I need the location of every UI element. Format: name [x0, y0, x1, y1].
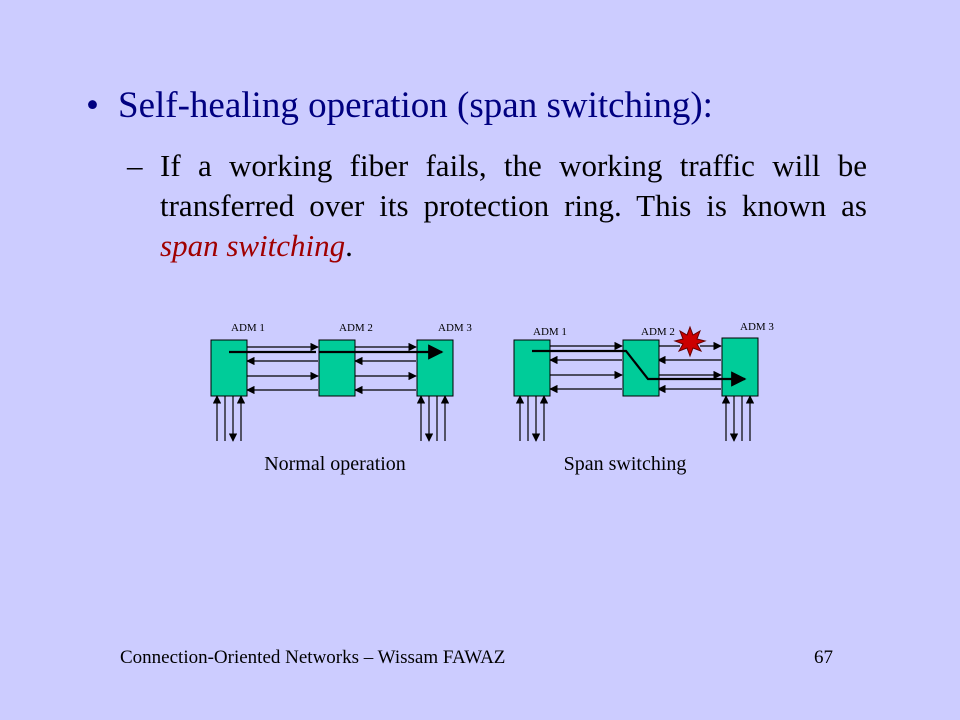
normal-adm1-node	[210, 339, 248, 397]
body-end: .	[345, 228, 353, 263]
sub-bullet: – If a working fiber fails, the working …	[127, 146, 867, 266]
body-text: If a working fiber fails, the working tr…	[160, 148, 867, 223]
sub-bullet-text: If a working fiber fails, the working tr…	[127, 146, 867, 266]
normal-span-2-fibers	[354, 342, 417, 395]
highlight-text: span switching	[160, 228, 346, 263]
normal-span-1-fibers	[246, 342, 319, 395]
span-adm1-label: ADM 1	[533, 326, 567, 338]
span-adm2-node	[622, 339, 660, 397]
normal-adm2-node	[318, 339, 356, 397]
normal-adm3-label: ADM 3	[438, 322, 472, 334]
span-adm3-tributaries	[721, 395, 755, 442]
span-adm1-node	[513, 339, 551, 397]
span-adm3-label: ADM 3	[740, 321, 774, 333]
page-number: 67	[814, 647, 833, 668]
normal-adm3-tributaries	[416, 395, 450, 442]
span-adm2-label: ADM 2	[641, 326, 675, 338]
normal-adm1-label: ADM 1	[231, 322, 265, 334]
bullet-marker: •	[86, 85, 99, 126]
heading-text: Self-healing operation (span switching):	[118, 85, 713, 126]
fiber-fault-icon	[673, 325, 707, 358]
bullet-heading: • Self-healing operation (span switching)…	[86, 84, 713, 127]
span-span-1-fibers	[549, 341, 623, 394]
normal-operation-diagram: ADM 1 ADM 2 ADM 3	[210, 322, 472, 475]
span-adm1-tributaries	[515, 395, 549, 442]
normal-adm3-node	[416, 339, 454, 397]
span-span-2-fibers	[657, 341, 722, 394]
span-rerouted-traffic	[532, 349, 747, 387]
normal-adm1-tributaries	[212, 395, 246, 442]
span-switching-caption: Span switching	[564, 453, 687, 475]
normal-adm2-label: ADM 2	[339, 322, 373, 334]
span-adm3-node	[721, 337, 759, 397]
footer-title: Connection-Oriented Networks – Wissam FA…	[120, 647, 506, 668]
sub-bullet-marker: –	[127, 148, 143, 183]
normal-operation-caption: Normal operation	[264, 453, 406, 475]
span-switching-subdiagram: ADM 1 ADM 2 ADM 3	[513, 321, 774, 475]
